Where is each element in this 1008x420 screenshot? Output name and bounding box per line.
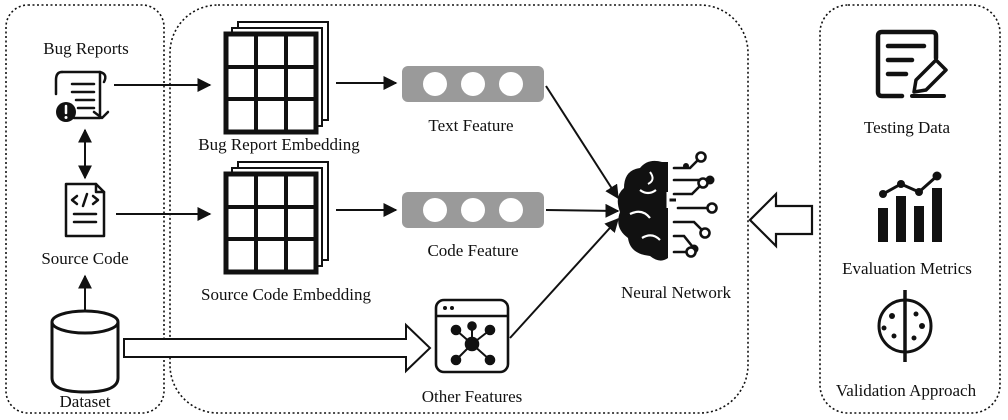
bug-report-icon — [54, 70, 110, 122]
evaluation-metrics-label: Evaluation Metrics — [842, 259, 972, 278]
evaluation-panel — [819, 4, 1001, 414]
source-code-embedding-label: Source Code Embedding — [201, 285, 371, 304]
source-code-embedding-grid-icon — [223, 161, 329, 275]
dataset-to-other-features-arrow — [123, 322, 432, 374]
dataset-label: Dataset — [59, 392, 111, 411]
evaluation-metrics-chart-icon — [878, 171, 942, 242]
bug-reports-label: Bug Reports — [43, 39, 129, 58]
text-feature-label: Text Feature — [428, 116, 514, 135]
bug-report-embedding-grid-icon — [223, 21, 329, 135]
code-file-icon — [64, 182, 106, 238]
source-code-label: Source Code — [41, 249, 129, 268]
neural-network-label: Neural Network — [621, 283, 731, 302]
database-icon — [50, 309, 120, 394]
bug-report-embedding-label: Bug Report Embedding — [198, 135, 360, 154]
text-feature-vector-icon — [402, 66, 544, 102]
validation-approach-label: Validation Approach — [835, 381, 977, 400]
feature-extraction-panel — [169, 4, 749, 414]
evaluation-to-network-arrow — [748, 191, 814, 249]
testing-data-label: Testing Data — [863, 118, 951, 137]
text-feature-to-network-arrow — [545, 85, 619, 200]
brain-circuit-icon — [617, 151, 718, 261]
validation-approach-icon — [877, 290, 933, 362]
testing-data-icon — [875, 29, 948, 99]
code-feature-label: Code Feature — [427, 241, 519, 260]
code-feature-vector-icon — [402, 192, 544, 228]
other-features-to-network-arrow — [509, 217, 619, 339]
other-features-network-icon — [434, 298, 510, 374]
other-features-label: Other Features — [421, 387, 523, 406]
code-feature-to-network-arrow — [545, 203, 620, 218]
data-sources-panel — [5, 4, 165, 414]
